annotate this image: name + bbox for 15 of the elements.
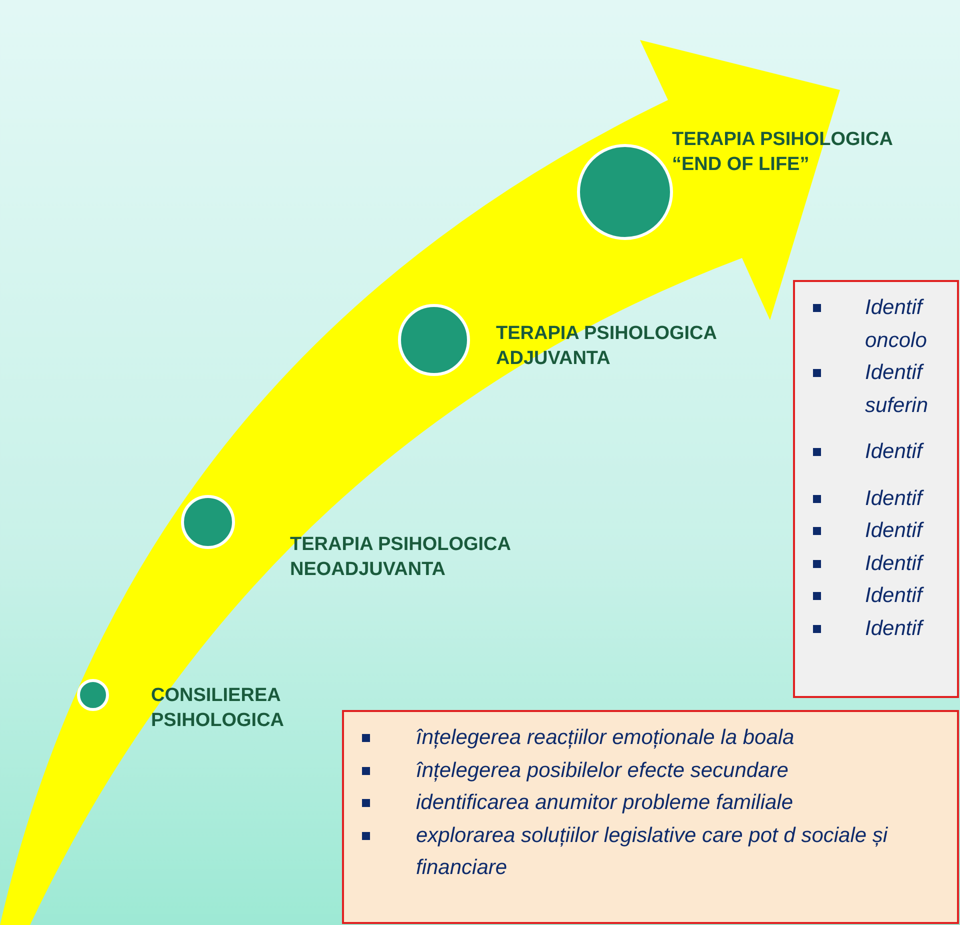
list-item-text: Identif [865,486,922,512]
list-item-text: Identif [865,583,922,610]
bullet-list-panel [342,710,959,924]
list-item-text: Identif [865,518,922,544]
list-item-text: explorarea soluțiilor legislative care pot d sociale și financiare [416,822,889,882]
list-item-text: Identif [865,439,922,466]
list-item-text: înțelegerea reacțiilor emoționale la boala [416,725,794,751]
list-item-text: înțelegerea posibilelor efecte secundare [416,758,788,784]
list-item-text: Identif [865,550,922,577]
bullet-list-panel [793,280,959,698]
stage-label: TERAPIA PSIHOLOGICA NEOADJUVANTA [290,533,512,582]
list-item-text: Identif suferin [865,360,930,419]
list-item-text: identificarea anumitor probleme familiale [416,790,794,816]
list-item-text: Identif oncolo [865,295,928,354]
list-item-text: Identif [865,616,922,642]
